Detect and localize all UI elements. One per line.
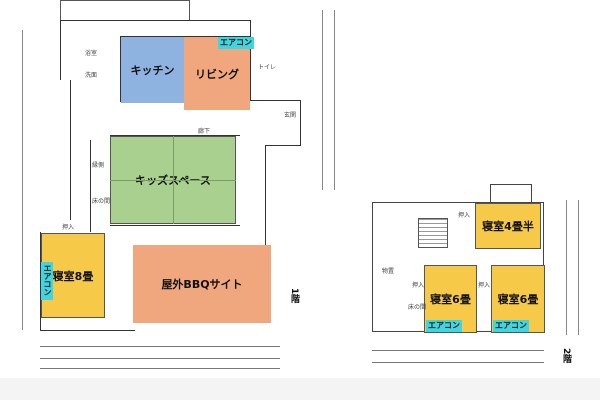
- dimension-line: [372, 350, 544, 351]
- ac-bedroom8-badge: エアコン: [41, 262, 53, 300]
- bath-label: 浴室: [85, 50, 98, 57]
- dimension-line: [372, 362, 544, 363]
- kitchen-label: キッチン: [130, 64, 175, 77]
- bbq-site-area: 屋外BBQサイト: [133, 245, 271, 323]
- toilet-label: トイレ: [258, 64, 277, 71]
- kitchen-room: キッチン: [121, 37, 184, 103]
- bedroom-6a-label: 寝室6畳: [430, 293, 471, 306]
- dimension-line: [40, 358, 280, 359]
- alcove-label: 床の間: [408, 304, 427, 311]
- floor2-label: 2階: [561, 348, 571, 364]
- wall: [250, 20, 251, 100]
- closet-label: 押入: [458, 212, 471, 219]
- ac-living-badge: エアコン: [218, 37, 254, 49]
- wall: [120, 36, 250, 37]
- floor-plan: キッチン リビング キッズスペース 寝室8畳 屋外BBQサイト エアコン エアコ…: [22, 0, 579, 369]
- dimension-line: [334, 10, 335, 190]
- wall: [40, 232, 41, 330]
- closet-label: 押入: [478, 282, 491, 289]
- wall: [120, 36, 121, 102]
- wall: [70, 80, 71, 220]
- bbq-site-label: 屋外BBQサイト: [161, 278, 243, 291]
- wall: [40, 330, 135, 331]
- ac-bedroom6b-badge: エアコン: [493, 320, 529, 332]
- wall: [265, 145, 301, 146]
- dimension-line: [22, 30, 23, 330]
- dimension-line: [40, 346, 280, 347]
- floor1-label: 1階: [289, 288, 299, 304]
- dimension-line: [322, 10, 323, 190]
- bedroom-8-label: 寝室8畳: [52, 269, 94, 283]
- wall: [110, 135, 240, 136]
- entrance-label: 玄関: [284, 112, 297, 119]
- staircase: [418, 218, 448, 248]
- wall: [110, 225, 240, 226]
- grid-line: [110, 180, 236, 181]
- hall-label: 廊下: [198, 128, 211, 135]
- dimension-line: [578, 200, 579, 335]
- storage-label: 物置: [382, 268, 395, 275]
- dimension-line: [40, 368, 280, 369]
- veranda-label: 縁側: [92, 162, 105, 169]
- living-label: リビング: [195, 67, 239, 81]
- closet-label: 押入: [412, 282, 425, 289]
- balcony: [490, 184, 532, 202]
- closet-label: 押入: [62, 224, 75, 231]
- bedroom-6b-label: 寝室6畳: [497, 293, 539, 306]
- bedroom-45-label: 寝室4畳半: [482, 220, 534, 233]
- wall: [300, 100, 301, 145]
- wall: [90, 140, 91, 232]
- bottom-bar: [0, 378, 600, 400]
- top-room-area: [60, 0, 190, 20]
- ac-bedroom6a-badge: エアコン: [426, 320, 462, 332]
- living-room: リビング: [184, 37, 250, 110]
- wall: [60, 20, 61, 80]
- dimension-line: [566, 200, 567, 335]
- wall: [250, 100, 300, 101]
- wall: [265, 145, 266, 245]
- bedroom-45-room: 寝室4畳半: [475, 203, 541, 249]
- washroom-label: 洗面: [85, 72, 98, 79]
- wall: [60, 20, 250, 21]
- alcove-label: 床の間: [92, 198, 111, 205]
